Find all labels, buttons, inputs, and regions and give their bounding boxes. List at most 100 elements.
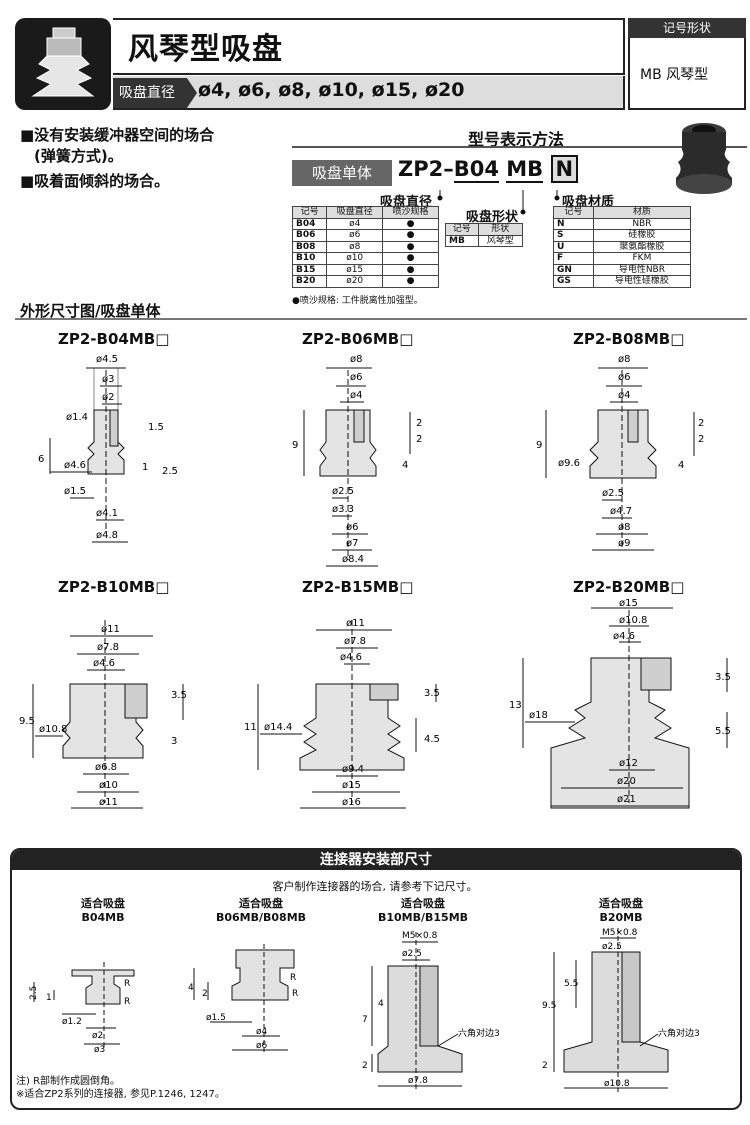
dim-label: 9 (536, 440, 542, 451)
dim-label: ø2 (92, 1031, 103, 1041)
table-header: 材质 (592, 206, 692, 219)
dim-label: ø3 (94, 1045, 105, 1054)
table-header: 记号 (291, 206, 328, 219)
dim-label: ø10 (99, 780, 118, 791)
dim-label: 11 (244, 722, 257, 733)
dim-label: 9 (292, 440, 298, 451)
dim-label: ø4 (618, 390, 630, 401)
cell: MB (445, 234, 479, 247)
cell: 聚氨酯橡胶 (592, 240, 692, 253)
dim-label: ø6 (346, 522, 358, 533)
dim-label: M5×0.8 (602, 928, 638, 938)
fit-value: B20MB (599, 911, 643, 924)
dim-label: ø20 (617, 776, 636, 787)
model-code: ZP2–B04 MB N (398, 155, 579, 183)
dim-label: 13 (509, 700, 522, 711)
cell: 硅橡胶 (592, 229, 692, 242)
dim-label: ø11 (101, 624, 120, 635)
dim-label: ø16 (342, 797, 361, 808)
cell: ● (382, 217, 439, 230)
dim-label: ø1.2 (62, 1017, 82, 1027)
dim-label: ø7.8 (408, 1076, 428, 1086)
dim-label: ø4.8 (96, 530, 118, 541)
dim-label: ø4.1 (96, 508, 118, 519)
dim-label: 2.5 (162, 466, 178, 477)
divider (15, 318, 747, 320)
table-header: 吸盘直径 (326, 206, 384, 219)
code-size: B04 (453, 157, 499, 183)
drawing-b08: ø8 ø6 ø4 9 ø9.6 2 2 4 ø2.5 ø4.7 ø8 ø9 (536, 354, 704, 551)
dim-label: ø3 (102, 374, 114, 385)
connector-drawing-b06: 4 2 ø1.5 ø4 ø6 R R (188, 944, 298, 1052)
dim-label: 3.5 (424, 688, 440, 699)
cell: ø4 (326, 217, 384, 230)
cell: ø8 (326, 240, 384, 253)
cell: B15 (291, 263, 328, 276)
connector-drawing-b04: 2.5 1 ø1.2 ø2 ø3 R R (29, 962, 135, 1054)
cell: FKM (592, 252, 692, 265)
table-header: 喷沙规格 (382, 206, 439, 219)
dim-label: ø21 (617, 794, 636, 805)
code-dash: – (443, 157, 454, 181)
sandblast-note: ●喷沙规格: 工件脱离性加强型。 (292, 296, 423, 306)
cell: ● (382, 275, 439, 288)
connector-drawing-b10: M5×0.8 ø2.5 4 7 2 ø7.8 六角对边3 (362, 931, 500, 1090)
code-shape: MB (506, 157, 544, 183)
model-leader-lines (437, 190, 560, 215)
table-header: 形状 (477, 223, 524, 236)
dim-label: ø10.8 (604, 1079, 630, 1089)
dim-label: ø2.5 (602, 488, 624, 499)
dim-label: 9.5 (19, 716, 35, 727)
dim-label: ø6 (256, 1041, 268, 1051)
dim-label: R (290, 973, 296, 983)
cell: ø10 (326, 252, 384, 265)
cell: ø6 (326, 229, 384, 242)
dim-label: R (292, 989, 298, 999)
cell: GN (553, 263, 594, 276)
dim-label: 4 (378, 999, 384, 1009)
drawing-b15: ø11 ø7.8 ø4.6 11 ø14.4 3.5 4.5 ø9.4 ø15 … (244, 618, 440, 809)
cell: B10 (291, 252, 328, 265)
feature-line: ■吸着面倾斜的场合。 (20, 172, 170, 190)
dim-label: 4.5 (424, 734, 440, 745)
dim-label: ø1.5 (64, 486, 86, 497)
cell: B04 (291, 217, 328, 230)
cell: GS (553, 275, 594, 288)
cell: U (553, 240, 594, 253)
footnote: 注) R部制作成圆倒角。 (16, 1076, 121, 1087)
model-name: ZP2-B20MB□ (573, 578, 685, 596)
model-name: ZP2-B06MB□ (302, 330, 414, 348)
cell: 风琴型 (477, 234, 524, 247)
dim-label: ø9 (618, 538, 630, 549)
drawing-b10: ø11 ø7.8 ø4.6 9.5 ø10.8 3.5 3 ø6.8 ø10 ø… (19, 620, 187, 809)
pad-diameter-sizes: ø4, ø6, ø8, ø10, ø15, ø20 (198, 79, 465, 101)
dim-label: ø2.5 (402, 949, 422, 959)
dim-label: 3 (171, 736, 177, 747)
cell: S (553, 229, 594, 242)
dim-label: ø10.8 (619, 615, 647, 626)
code-material: N (550, 155, 579, 183)
cell: ø20 (326, 275, 384, 288)
outline-heading: 外形尺寸图/吸盘单体 (20, 302, 161, 320)
dim-label: ø4.7 (610, 506, 632, 517)
cell: ø15 (326, 263, 384, 276)
connector-drawing-b20: M5×0.8 ø2.5 5.5 9.5 2 ø10.8 六角对边3 (542, 928, 700, 1092)
dim-label: ø8.4 (342, 554, 364, 565)
title-box (113, 18, 625, 75)
dim-label: ø14.4 (264, 722, 292, 733)
fit-caption: 适合吸盘 B06MB/B08MB (196, 895, 326, 924)
dim-label: ø4 (256, 1027, 268, 1037)
dim-label: ø1.4 (66, 412, 88, 423)
cell: N (553, 217, 594, 230)
cell: 导电性硅橡胶 (592, 275, 692, 288)
dim-label: ø11 (346, 618, 365, 629)
